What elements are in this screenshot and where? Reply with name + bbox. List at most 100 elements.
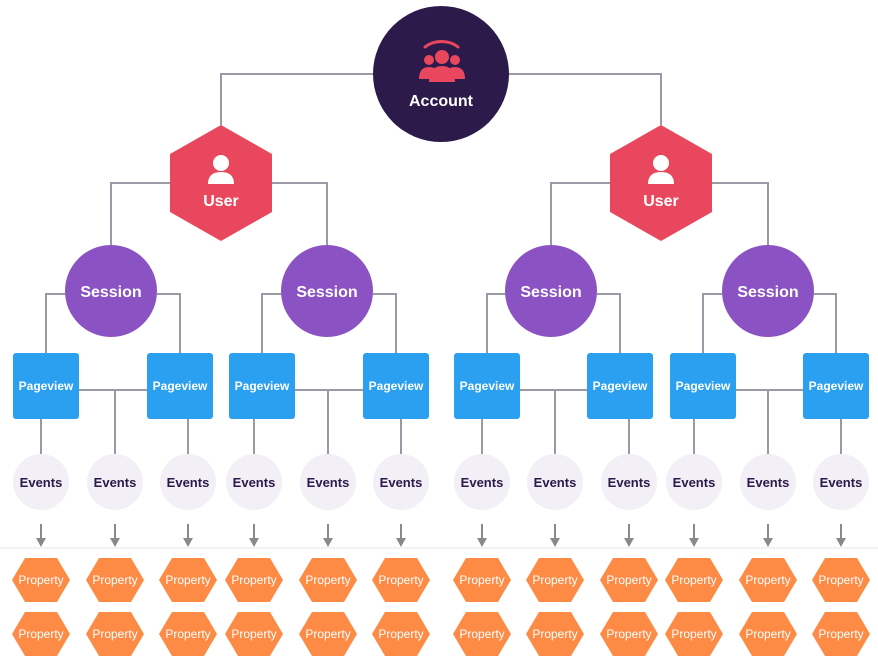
property-hexagon [665,612,723,656]
connector-session-pageview [486,293,505,353]
property-node: Property [665,612,723,656]
person-icon [208,155,234,184]
property-label: Property [745,573,790,587]
events-label: Events [20,475,63,490]
events-circle [87,454,143,510]
pageview-node: Pageview [147,353,213,419]
property-hexagon [12,558,70,602]
property-node: Property [372,612,430,656]
session-node: Session [281,245,373,337]
connector-user-session [712,182,769,245]
property-label: Property [378,627,423,641]
property-node: Property [739,558,797,602]
property-node: Property [225,612,283,656]
property-hexagon [739,558,797,602]
events-circle [13,454,69,510]
property-label: Property [18,573,63,587]
events-circle [527,454,583,510]
connector-session-pageview [702,293,722,353]
property-label: Property [671,573,716,587]
session-label: Session [80,284,141,301]
pageview-node: Pageview [13,353,79,419]
connector-account-user [220,73,373,125]
property-hexagon [665,558,723,602]
events-node: Events [300,454,356,510]
property-node: Property [600,612,658,656]
property-node: Property [86,612,144,656]
property-hexagon [225,612,283,656]
property-label: Property [606,573,651,587]
connector-user-session [272,182,328,245]
property-node: Property [739,612,797,656]
property-label: Property [92,573,137,587]
property-node: Property [159,612,217,656]
arrow-head-icon [763,538,773,547]
pageview-node: Pageview [587,353,653,419]
property-node: Property [812,558,870,602]
pageview-box [454,353,520,419]
property-label: Property [305,627,350,641]
property-hexagon [812,558,870,602]
arrows [36,524,846,547]
events-circle [226,454,282,510]
connector-session-pageview [814,293,837,353]
events-circle [666,454,722,510]
property-node: Property [600,558,658,602]
pageview-label: Pageview [593,379,648,393]
property-node: Property [453,558,511,602]
events-label: Events [233,475,276,490]
events-circle [454,454,510,510]
property-label: Property [165,627,210,641]
user-label: User [643,193,679,210]
events-label: Events [94,475,137,490]
pageview-node: Pageview [454,353,520,419]
events-node: Events [87,454,143,510]
property-label: Property [532,627,577,641]
property-label: Property [459,573,504,587]
arrow-head-icon [183,538,193,547]
property-label: Property [532,573,577,587]
session-circle [65,245,157,337]
property-hexagon [600,612,658,656]
pageview-box [670,353,736,419]
pageview-node: Pageview [229,353,295,419]
events-node: Events [13,454,69,510]
session-label: Session [296,284,357,301]
session-node: Session [65,245,157,337]
property-label: Property [92,627,137,641]
property-hexagon [372,612,430,656]
property-label: Property [378,573,423,587]
property-node: Property [299,612,357,656]
events-label: Events [380,475,423,490]
session-circle [281,245,373,337]
events-label: Events [307,475,350,490]
pageview-box [363,353,429,419]
property-hexagon [159,612,217,656]
pageview-label: Pageview [235,379,290,393]
property-hexagon [86,612,144,656]
property-label: Property [745,627,790,641]
property-label: Property [231,627,276,641]
property-node: Property [12,612,70,656]
property-label: Property [606,627,651,641]
property-hexagon [453,612,511,656]
property-node: Property [12,558,70,602]
property-node: Property [665,558,723,602]
events-label: Events [167,475,210,490]
pageview-box [803,353,869,419]
connector-account-user [509,73,662,125]
events-circle [300,454,356,510]
pageview-label: Pageview [460,379,515,393]
pageview-label: Pageview [153,379,208,393]
session-label: Session [737,284,798,301]
events-label: Events [534,475,577,490]
connector-session-pageview [261,293,281,353]
property-hexagon [12,612,70,656]
events-node: Events [813,454,869,510]
property-label: Property [165,573,210,587]
people-group-icon [419,40,465,82]
events-label: Events [747,475,790,490]
diagram-nodes: Account User User Session Sessio [13,6,869,510]
